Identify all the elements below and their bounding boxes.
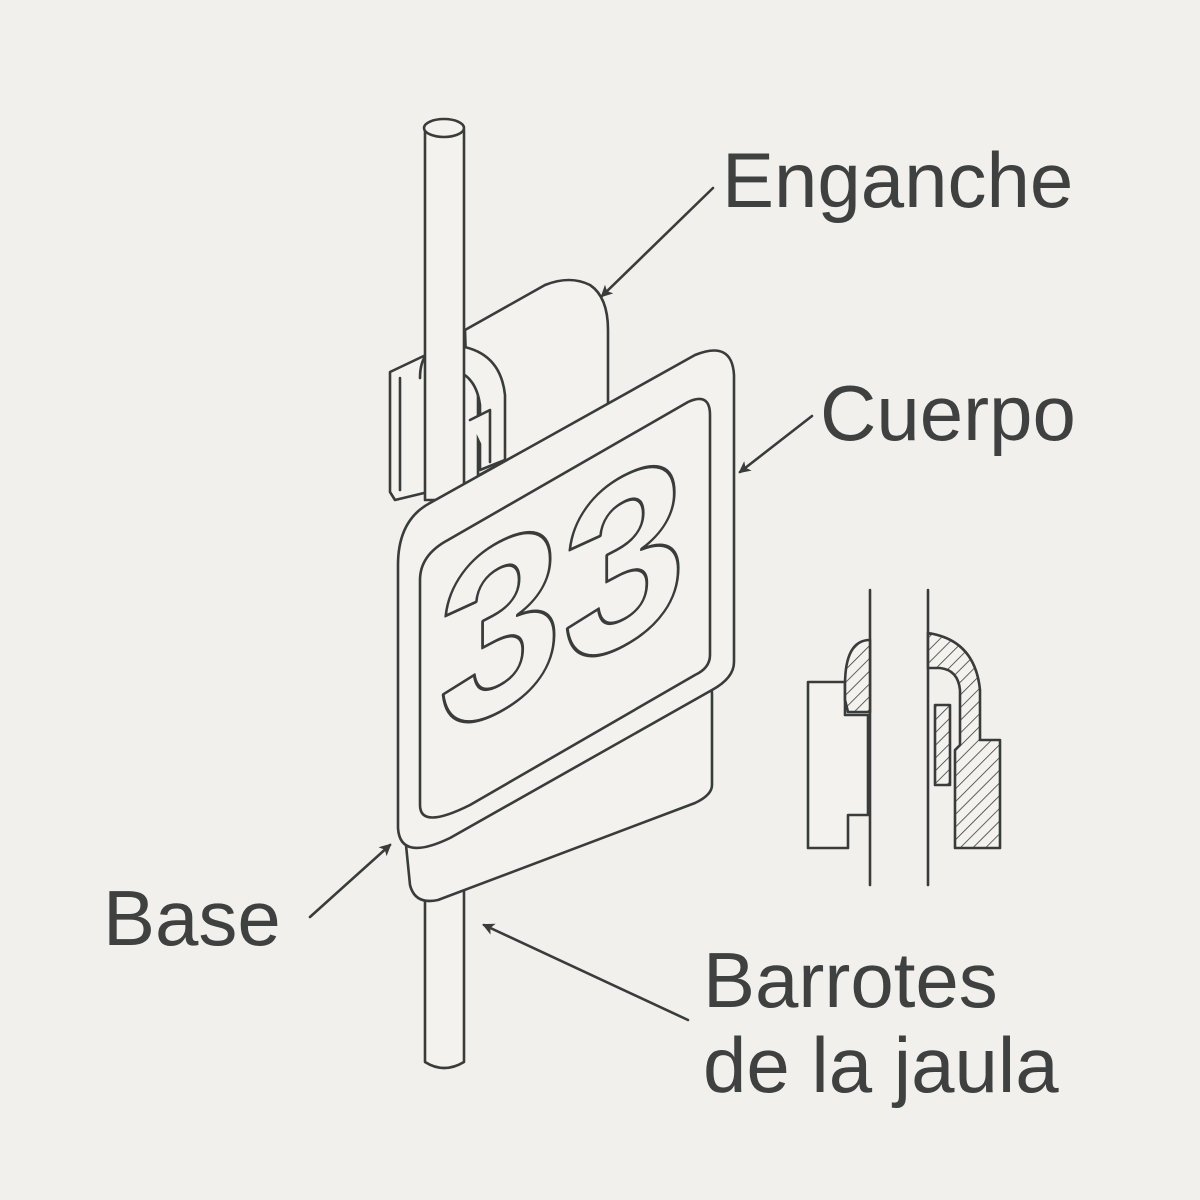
- label-bars-line1: Barrotes: [703, 936, 998, 1024]
- label-base: Base: [103, 874, 281, 962]
- hook-arrow: [600, 186, 715, 298]
- tag-body: [396, 349, 736, 850]
- label-arrows: [308, 186, 814, 1022]
- label-bars-line2: de la jaula: [703, 1021, 1059, 1109]
- cross-section-detail: [806, 588, 1002, 887]
- bars-arrow: [482, 923, 690, 1022]
- base-arrow: [308, 843, 392, 919]
- label-hook: Enganche: [722, 136, 1073, 224]
- cage-bar-lower: [423, 878, 466, 1070]
- cage-bar: [422, 117, 466, 502]
- body-arrow: [738, 414, 814, 474]
- label-body: Cuerpo: [820, 369, 1076, 457]
